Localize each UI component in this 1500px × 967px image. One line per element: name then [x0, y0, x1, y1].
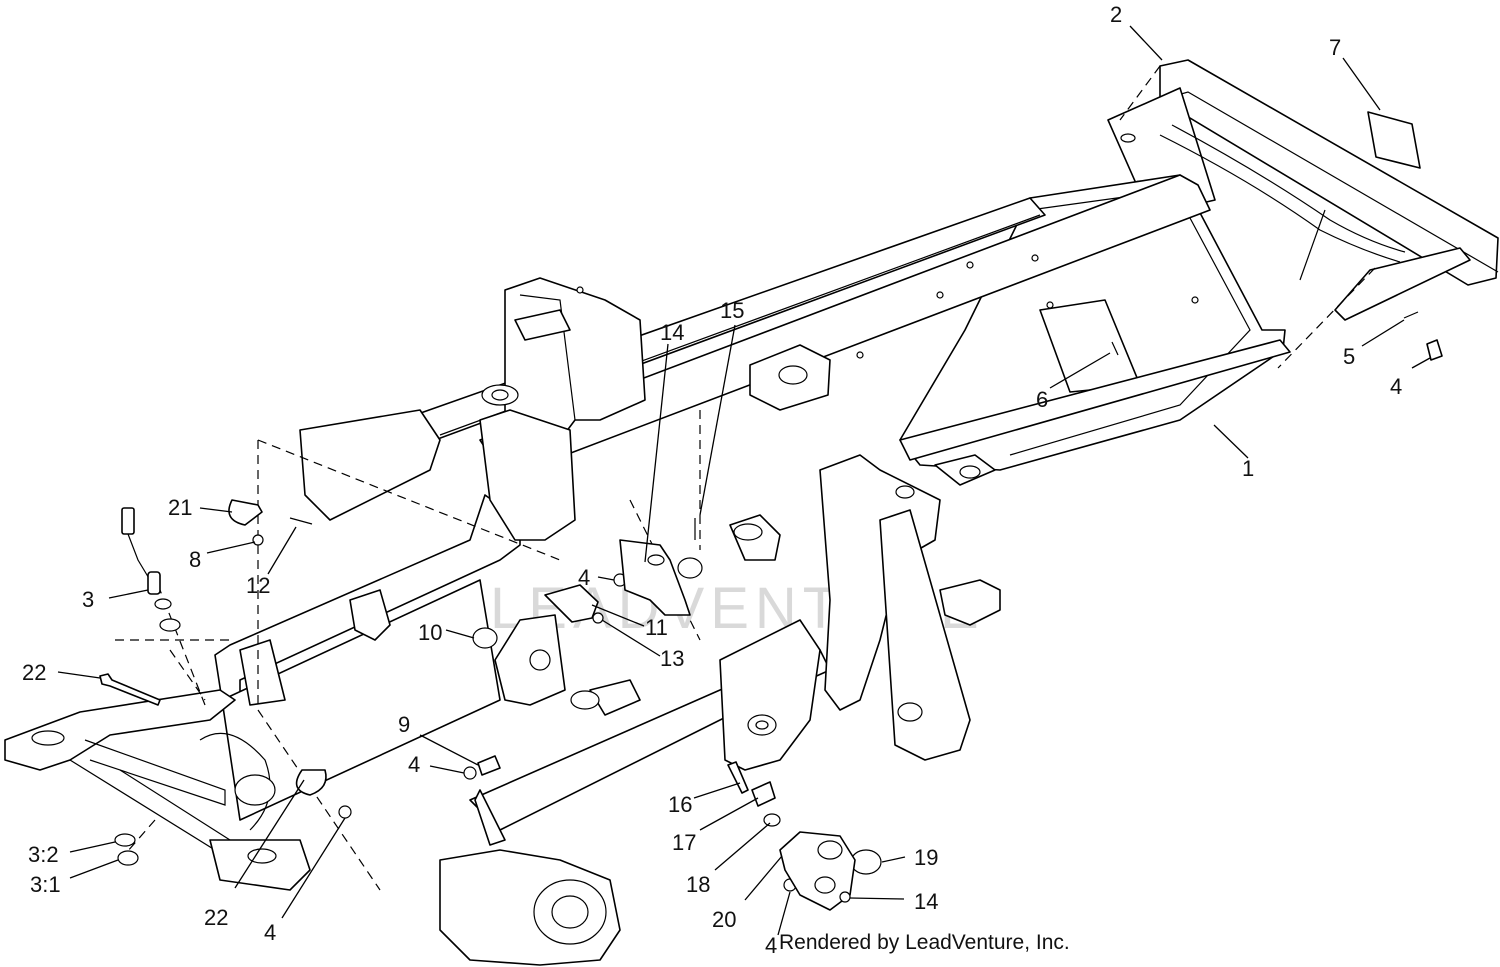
callout-19: 18 [686, 872, 710, 897]
callout-8: 7 [1329, 35, 1341, 60]
callout-14-a: 13 [660, 646, 684, 671]
callout-4-b: 4 [408, 752, 420, 777]
front-subframe [4, 689, 621, 966]
clip-10 [477, 755, 501, 776]
decal [1367, 111, 1421, 169]
main-frame [214, 174, 1291, 846]
callout-14-b: 14 [914, 889, 938, 914]
callout-18: 17 [672, 830, 696, 855]
callout-13: 12 [246, 573, 270, 598]
callout-23: 22 [22, 660, 46, 685]
bolt-5 [1426, 339, 1443, 361]
cable-clamp-upper [228, 499, 263, 526]
spacer-18 [751, 781, 776, 807]
callout-4-a: 4 [578, 565, 590, 590]
callout-17: 16 [668, 792, 692, 817]
callout-3-2: 3:2 [28, 842, 59, 867]
callout-22-b: 22 [204, 905, 228, 930]
nut-3-1 [117, 850, 139, 866]
nut-14-a [592, 612, 604, 624]
washer-6 [1403, 311, 1419, 319]
callout-16: 15 [720, 298, 744, 323]
bushing-16 [677, 557, 703, 579]
callout-3-1: 3:1 [30, 872, 61, 897]
callout-4-c: 4 [264, 920, 276, 945]
switch-12 [544, 584, 599, 623]
callout-15: 14 [660, 320, 684, 345]
sensor-harness [121, 507, 181, 632]
washer-3-2 [114, 833, 136, 847]
nut-4-b [463, 766, 477, 780]
callout-20: 19 [914, 845, 938, 870]
callout-3: 3 [82, 587, 94, 612]
callout-labels: 1 2 3 3:1 3:2 4 4 4 4 4 5 6 7 8 9 10 11 … [22, 2, 1402, 958]
callout-6: 5 [1343, 344, 1355, 369]
leader-lines [57, 25, 1431, 936]
bolt-7 [1111, 341, 1119, 356]
cable-clamp-lower [295, 769, 327, 796]
nut-14-b [839, 891, 851, 903]
bolt-13 [289, 517, 313, 525]
callout-21: 20 [712, 907, 736, 932]
callout-9: 8 [189, 547, 201, 572]
rendered-by-credit: Rendered by LeadVenture, Inc. [779, 931, 1070, 954]
bolt-9 [252, 534, 264, 546]
bracket-15 [619, 539, 691, 616]
callout-10: 9 [398, 712, 410, 737]
bearing-19 [763, 813, 781, 827]
callout-12: 11 [645, 615, 668, 640]
callout-5: 4 [1390, 374, 1402, 399]
callout-1: 1 [1242, 456, 1254, 481]
callout-22-a: 21 [168, 495, 192, 520]
callout-11: 10 [418, 620, 442, 645]
callout-4-d: 4 [765, 933, 777, 958]
callout-7: 6 [1036, 387, 1048, 412]
nut-4-c [338, 805, 352, 819]
bolt-23 [99, 673, 161, 706]
callout-2: 2 [1110, 2, 1122, 27]
bushing-11 [472, 627, 498, 649]
